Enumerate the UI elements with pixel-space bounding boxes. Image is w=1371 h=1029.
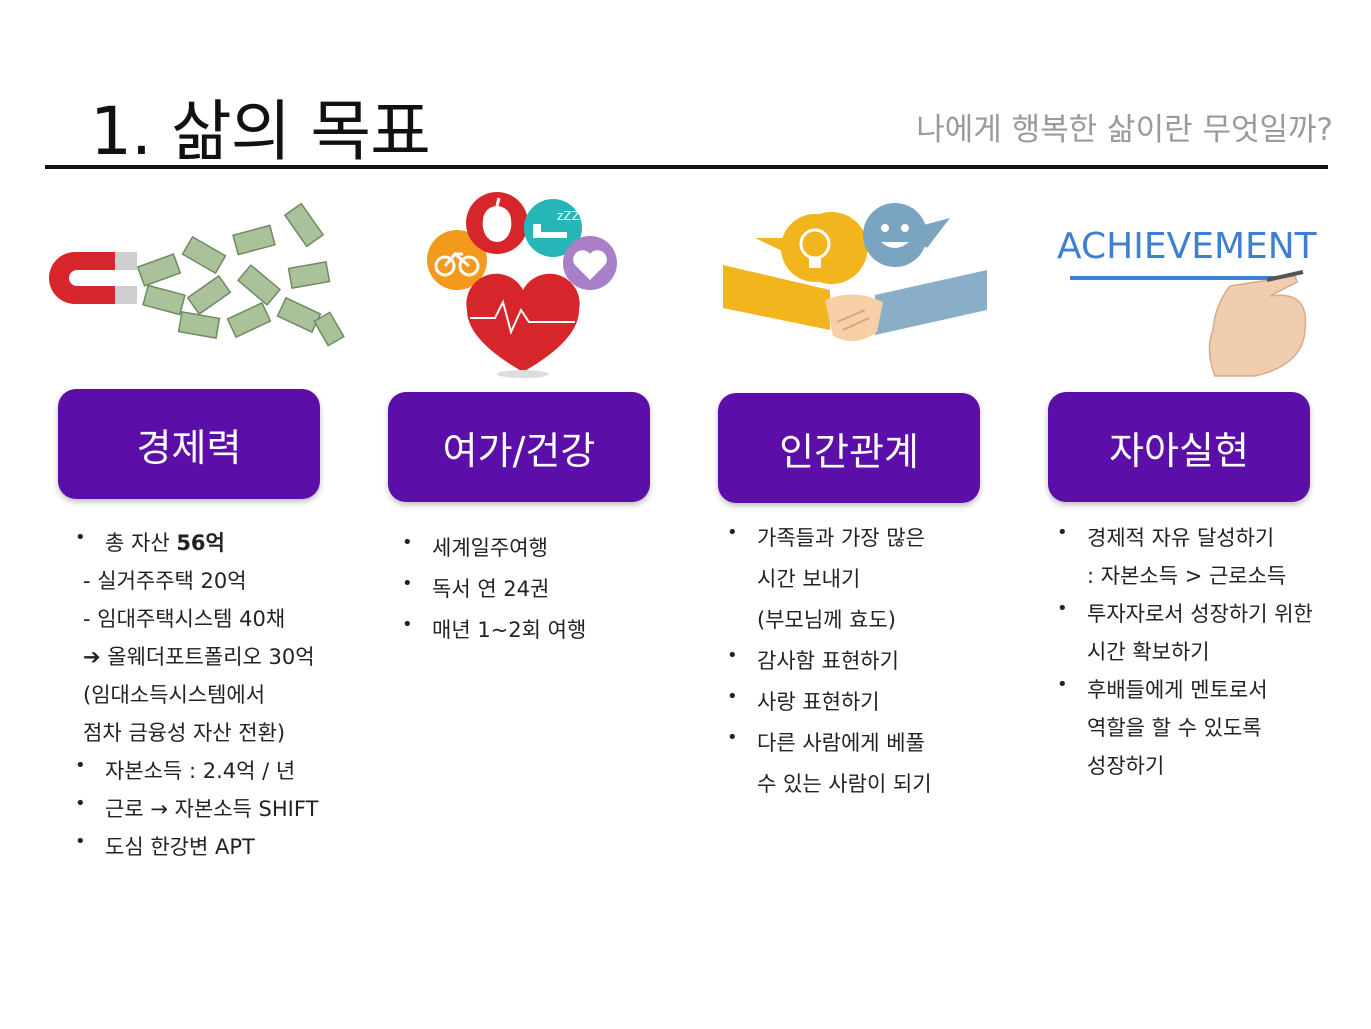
- achievement-text: ACHIEVEMENT: [1057, 226, 1318, 267]
- magnet-money-icon: [45, 190, 345, 380]
- category-label-economy: 경제력: [58, 389, 320, 499]
- list-item: 시간 보내기: [757, 567, 861, 591]
- category-label-relationships: 인간관계: [718, 393, 980, 503]
- title-divider: [45, 165, 1328, 169]
- list-item: 점차 금융성 자산 전환): [83, 721, 286, 745]
- list-item: - 실거주주택 20억: [83, 569, 247, 593]
- list-item: 수 있는 사람이 되기: [757, 772, 932, 796]
- handshake-icon: [705, 190, 1005, 380]
- list-item: ➔ 올웨더포트폴리오 30억: [83, 645, 315, 669]
- achievement-hand-icon: ACHIEVEMENT: [1035, 190, 1335, 380]
- list-item: 경제적 자유 달성하기: [1057, 522, 1313, 560]
- list-item: 감사함 표현하기: [727, 645, 932, 686]
- list-item: 세계일주여행: [402, 532, 586, 573]
- relationships-goal-list: 가족들과 가장 많은 시간 보내기 (부모님께 효도) 감사함 표현하기 사랑 …: [727, 522, 932, 809]
- list-item: (임대소득시스템에서: [83, 683, 266, 707]
- list-item: : 자본소득 > 근로소득: [1087, 564, 1287, 588]
- category-label-leisure-health: 여가/건강: [388, 392, 650, 502]
- svg-text:zZZ: zZZ: [557, 209, 580, 223]
- page-subtitle: 나에게 행복한 삶이란 무엇일까?: [916, 112, 1333, 148]
- list-item: 총 자산 56억: [75, 527, 337, 565]
- list-item: 투자자로서 성장하기 위한: [1057, 598, 1313, 636]
- health-heart-icon: zZZ: [375, 190, 675, 380]
- list-item: - 임대주택시스템 40채: [83, 607, 286, 631]
- page-title: 1. 삶의 목표: [90, 93, 431, 170]
- list-item: 시간 확보하기: [1087, 640, 1210, 664]
- list-item: 가족들과 가장 많은: [727, 522, 932, 563]
- list-item: 다른 사람에게 베풀: [727, 727, 932, 768]
- list-item: 성장하기: [1087, 754, 1165, 778]
- list-item: 독서 연 24권: [402, 573, 586, 614]
- self-actualization-goal-list: 경제적 자유 달성하기 : 자본소득 > 근로소득 투자자로서 성장하기 위한 …: [1057, 522, 1313, 788]
- economy-goal-list: 총 자산 56억 - 실거주주택 20억 - 임대주택시스템 40채 ➔ 올웨더…: [75, 527, 337, 869]
- list-item: 근로 → 자본소득 SHIFT: [75, 793, 337, 831]
- list-item: 매년 1~2회 여행: [402, 614, 586, 655]
- list-item: 역할을 할 수 있도록: [1087, 716, 1262, 740]
- category-label-self-actualization: 자아실현: [1048, 392, 1310, 502]
- list-item: 도심 한강변 APT: [75, 831, 337, 869]
- list-item: 자본소득 : 2.4억 / 년: [75, 755, 337, 793]
- list-item: 사랑 표현하기: [727, 686, 932, 727]
- leisure-health-goal-list: 세계일주여행 독서 연 24권 매년 1~2회 여행: [402, 532, 586, 655]
- list-item: 후배들에게 멘토로서: [1057, 674, 1313, 712]
- list-item: (부모님께 효도): [757, 608, 896, 632]
